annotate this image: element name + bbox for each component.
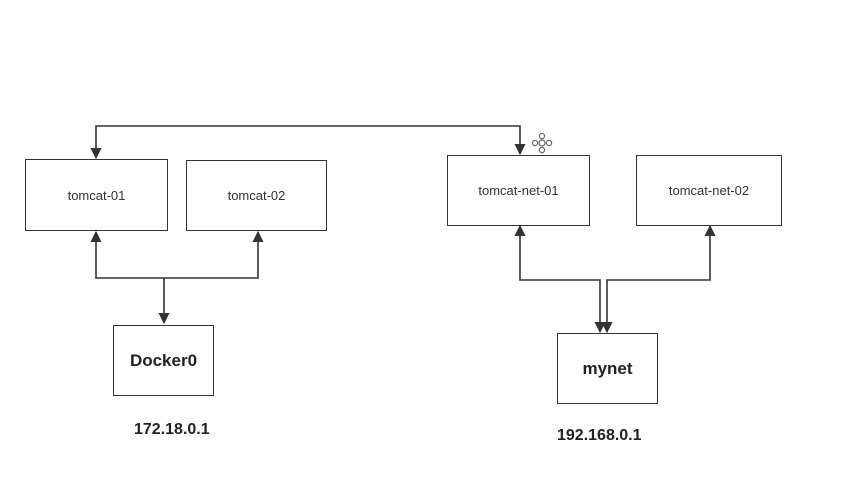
link-mynet-tomcatnet01 xyxy=(514,224,606,334)
node-label: tomcat-net-01 xyxy=(478,183,559,198)
mynet-ip-label: 192.168.0.1 xyxy=(557,427,642,444)
docker0-ip-label: 172.18.0.1 xyxy=(134,421,210,438)
node-tomcat-net-02[interactable]: tomcat-net-02 xyxy=(636,155,782,226)
node-tomcat-02[interactable]: tomcat-02 xyxy=(186,160,327,231)
node-tomcat-01[interactable]: tomcat-01 xyxy=(25,159,168,231)
node-docker0[interactable]: Docker0 xyxy=(113,325,214,396)
node-label: tomcat-01 xyxy=(67,187,126,203)
node-label: Docker0 xyxy=(129,350,198,370)
node-label: tomcat-net-02 xyxy=(668,183,750,198)
move-icon[interactable] xyxy=(531,132,553,154)
node-tomcat-net-01[interactable]: tomcat-net-01 xyxy=(447,155,590,226)
node-mynet[interactable]: mynet xyxy=(557,333,658,404)
link-tomcat01-tomcatnet01 xyxy=(90,125,526,160)
link-bridge-tomcat01 xyxy=(90,230,164,279)
node-label: mynet xyxy=(582,358,633,378)
link-mynet-tomcatnet02 xyxy=(601,224,716,334)
link-bridge-tomcat02 xyxy=(164,230,264,279)
node-label: tomcat-02 xyxy=(227,188,286,203)
